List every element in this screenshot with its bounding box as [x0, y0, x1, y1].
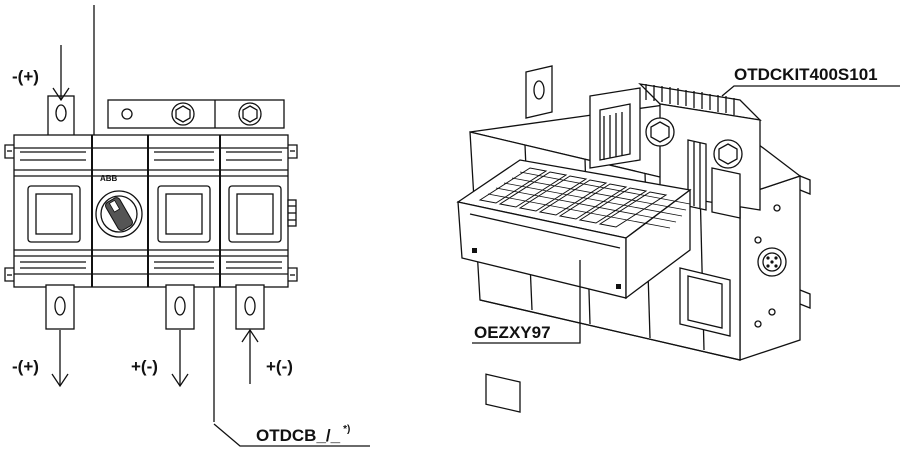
- terminal-top-left: [47, 95, 75, 141]
- polarity-bottom-left: -(+): [12, 357, 39, 376]
- polarity-bottom-mid: +(-): [131, 357, 158, 376]
- kit-leader: [721, 85, 900, 97]
- arrow-bottom-right: [241, 328, 259, 384]
- terminal-bottom-mid: [165, 284, 195, 330]
- arrow-bottom-left: [51, 330, 69, 388]
- window-pole-2: [157, 185, 211, 243]
- cover-leader: [472, 260, 581, 344]
- cover-label: OEZXY97: [474, 323, 551, 342]
- polarity-top-left: -(+): [12, 67, 39, 86]
- iso-window-right: [679, 267, 731, 337]
- window-pole-3: [228, 185, 282, 243]
- terminal-bottom-left: [45, 284, 75, 330]
- terminal-bottom-right: [235, 284, 265, 330]
- window-pole-1: [27, 185, 81, 243]
- arrow-top-left: [52, 45, 70, 102]
- arrow-bottom-mid: [171, 330, 189, 388]
- operating-handle: [95, 190, 143, 238]
- iso-side-connector: [757, 247, 787, 277]
- top-busbar: [107, 99, 285, 129]
- switch-isometric-view: OTDCKIT400S101 OEZXY97: [456, 65, 900, 413]
- heatsink-kit: [589, 83, 762, 219]
- iso-top-terminal: [525, 65, 553, 119]
- iso-window-1: [485, 373, 521, 413]
- brand-logo: ABB: [100, 174, 118, 183]
- kit-label: OTDCKIT400S101: [734, 65, 878, 84]
- cable-label: OTDCB_/_*): [256, 424, 350, 445]
- switch-front-view: ABB: [4, 5, 370, 447]
- polarity-bottom-right: +(-): [266, 357, 293, 376]
- cable-leader: [213, 423, 370, 447]
- terminal-cover: [456, 159, 692, 300]
